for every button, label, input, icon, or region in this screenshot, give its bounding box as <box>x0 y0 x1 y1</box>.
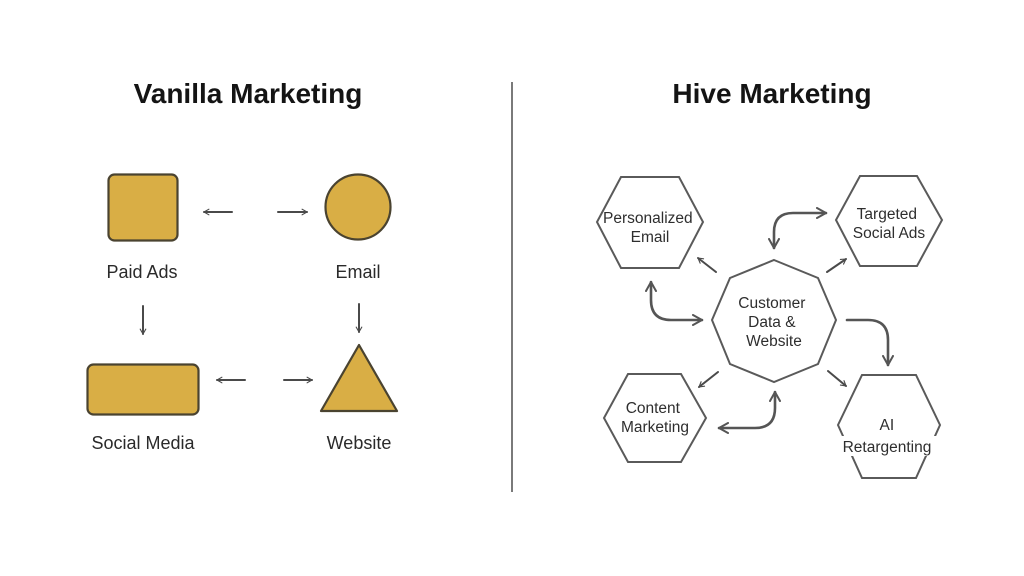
curved-double-arrow-icon <box>768 207 828 250</box>
curved-double-arrow-icon <box>645 280 704 326</box>
node-personalized-email: Personalized Email <box>595 176 705 269</box>
curved-double-arrow-icon <box>717 390 781 434</box>
email-label: Email <box>335 262 380 282</box>
ai-retargenting-line-2: Retargenting <box>843 439 932 456</box>
social-media-label: Social Media <box>91 433 195 453</box>
hive-marketing-title: Hive Marketing <box>672 78 871 109</box>
customer-data-label: Customer Data & Website <box>738 295 810 350</box>
octagon-shape-icon <box>710 258 838 384</box>
hexagon-shape-icon <box>834 175 944 267</box>
arrow-to-targeted-social-ads-icon <box>826 258 847 273</box>
content-marketing-line-2: Marketing <box>621 419 689 436</box>
targeted-social-ads-line-1: Targeted <box>857 206 917 223</box>
hexagon-shape-icon <box>595 176 705 269</box>
customer-data-line-2: Data & <box>748 314 796 331</box>
node-email: Email <box>324 173 392 282</box>
node-website: Website <box>319 343 399 453</box>
triangle-shape-icon <box>319 343 399 413</box>
ai-retargenting-line-1: AI <box>880 417 895 434</box>
hexagon-shape-icon <box>602 373 708 463</box>
node-paid-ads: Paid Ads <box>106 173 179 282</box>
node-social-media: Social Media <box>86 363 200 453</box>
circle-shape-icon <box>324 173 392 241</box>
content-marketing-label: Content Marketing <box>621 400 689 436</box>
arrow-to-ai-retargenting-icon <box>827 370 847 387</box>
node-customer-data: Customer Data & Website <box>710 258 838 384</box>
targeted-social-ads-label: Targeted Social Ads <box>853 206 926 242</box>
vanilla-marketing-title: Vanilla Marketing <box>134 78 363 109</box>
label-backdrop <box>836 436 944 456</box>
arrow-to-content-marketing-icon <box>698 371 719 388</box>
rectangle-shape-icon <box>86 363 200 416</box>
square-shape-icon <box>107 173 179 242</box>
curved-arrow-icon <box>845 318 894 367</box>
personalized-email-line-2: Email <box>631 229 670 246</box>
arrow-to-personalized-email-icon <box>697 257 717 273</box>
ai-retargenting-label: AI Retargenting <box>843 417 932 456</box>
targeted-social-ads-line-2: Social Ads <box>853 225 926 242</box>
customer-data-line-3: Website <box>746 333 802 350</box>
node-content-marketing: Content Marketing <box>602 373 708 463</box>
website-label: Website <box>327 433 392 453</box>
personalized-email-label: Personalized Email <box>603 210 697 246</box>
node-ai-retargenting: AI Retargenting <box>836 374 944 479</box>
node-targeted-social-ads: Targeted Social Ads <box>834 175 944 267</box>
vanilla-marketing-panel: Vanilla Marketing Paid Ads Email Social … <box>86 78 399 453</box>
personalized-email-line-1: Personalized <box>603 210 693 227</box>
content-marketing-line-1: Content <box>626 400 681 417</box>
customer-data-line-1: Customer <box>738 295 805 312</box>
hive-marketing-panel: Hive Marketing Customer Data & Website P… <box>595 78 944 479</box>
paid-ads-label: Paid Ads <box>106 262 177 282</box>
